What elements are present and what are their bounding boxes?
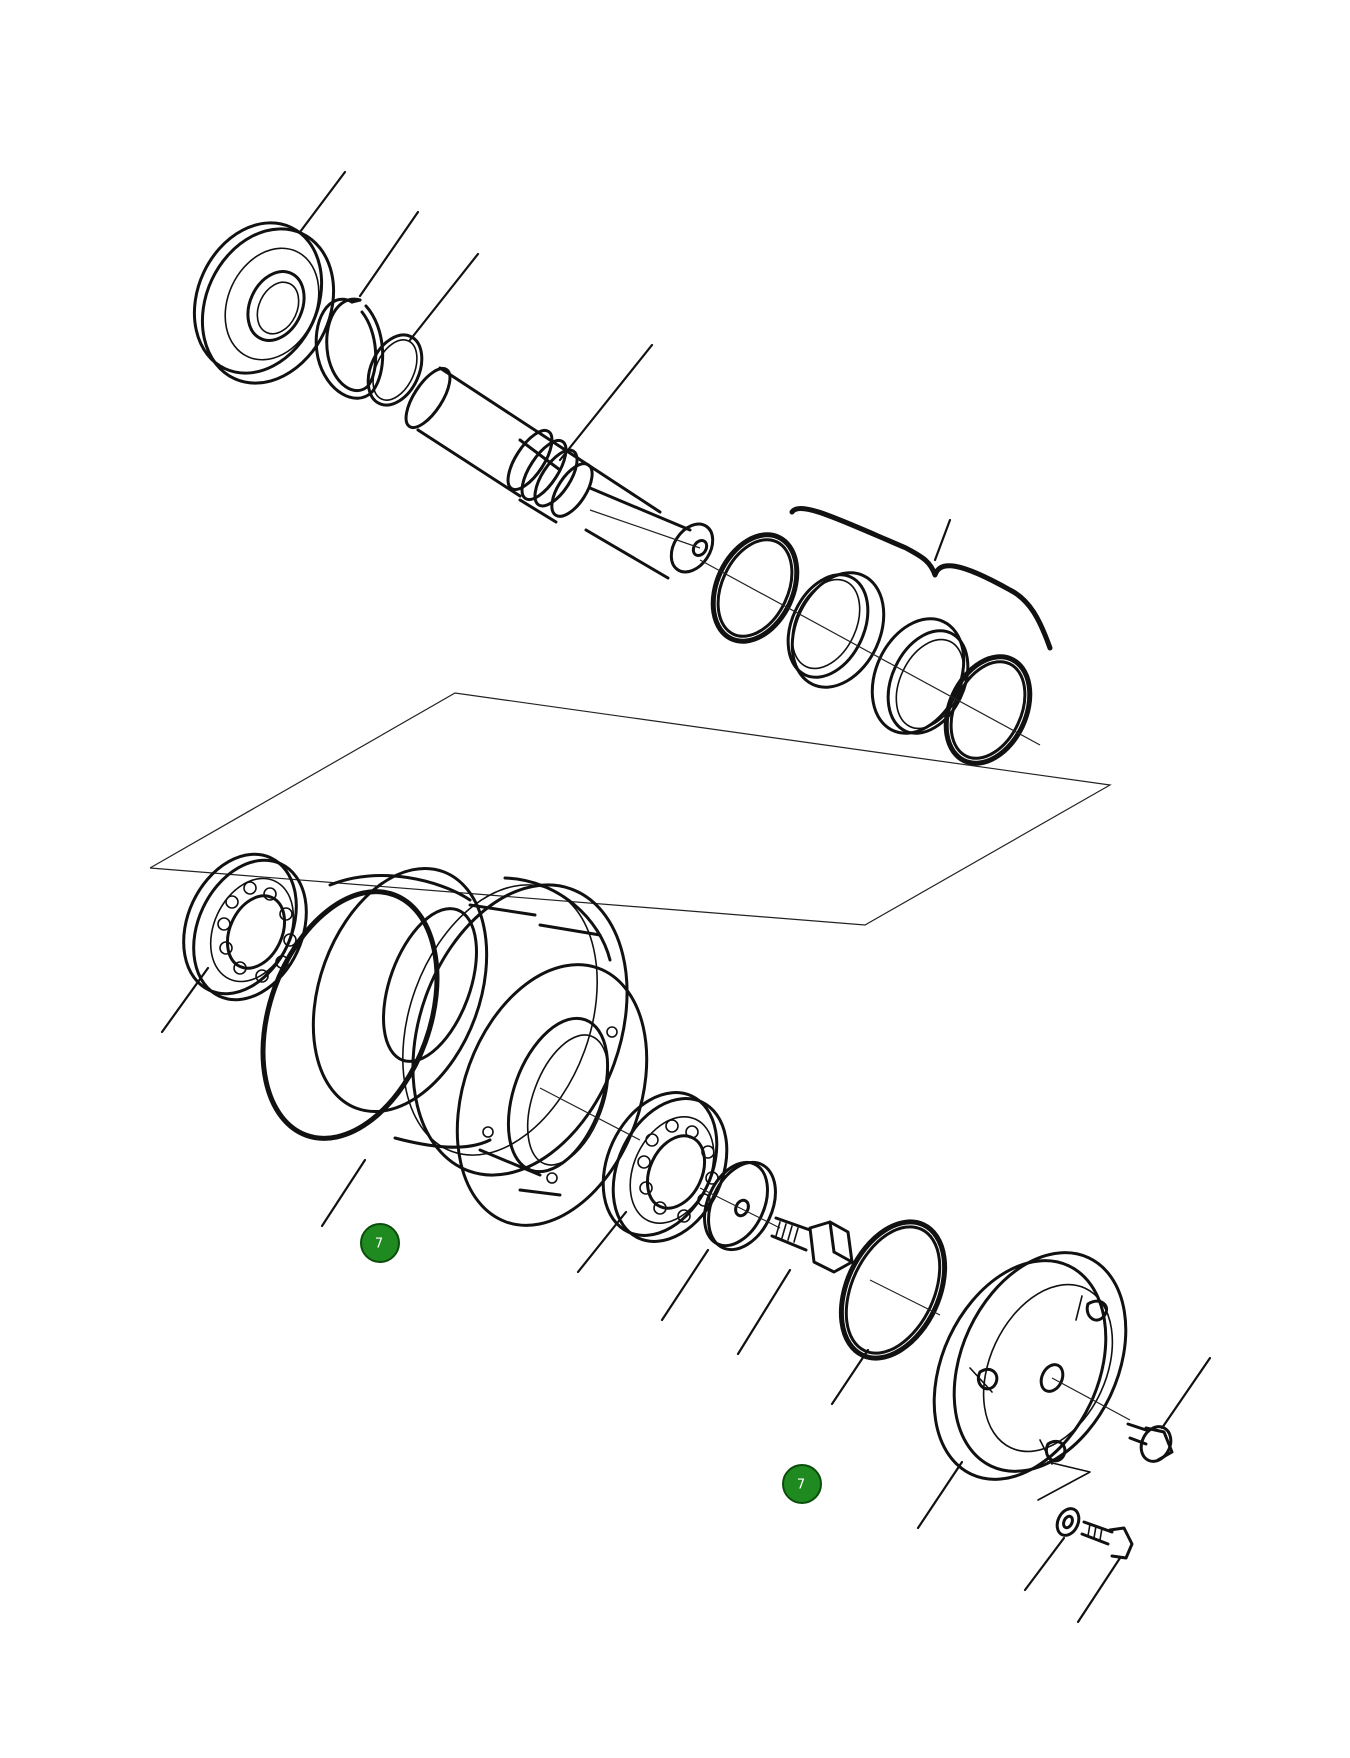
callout-marker[interactable]: 7 xyxy=(782,1464,822,1504)
seal-kit-icon xyxy=(699,506,1053,766)
leader-lines xyxy=(160,170,1212,1624)
roller-shell-icon xyxy=(260,866,649,1227)
callout-marker-circle[interactable] xyxy=(782,1464,822,1504)
washer-icon xyxy=(699,1160,781,1252)
callout-marker-circle[interactable] xyxy=(360,1223,400,1263)
washer-icon xyxy=(1037,1461,1091,1537)
ball-bearing-icon xyxy=(601,1091,729,1243)
cap-screw-icon xyxy=(1126,1422,1174,1463)
bolt-icon xyxy=(770,1216,854,1274)
snap-ring-icon xyxy=(314,297,385,400)
bolt-icon xyxy=(1080,1520,1134,1560)
ball-bearing-icon xyxy=(182,852,308,1002)
ball-bearing-icon xyxy=(192,221,336,385)
end-cap-icon xyxy=(932,1251,1131,1481)
assembly-guide-lines xyxy=(149,692,1112,926)
o-ring-icon xyxy=(838,1219,948,1361)
o-ring-icon xyxy=(366,333,424,407)
callout-marker[interactable]: 7 xyxy=(360,1223,400,1263)
shaft-icon xyxy=(404,366,715,580)
